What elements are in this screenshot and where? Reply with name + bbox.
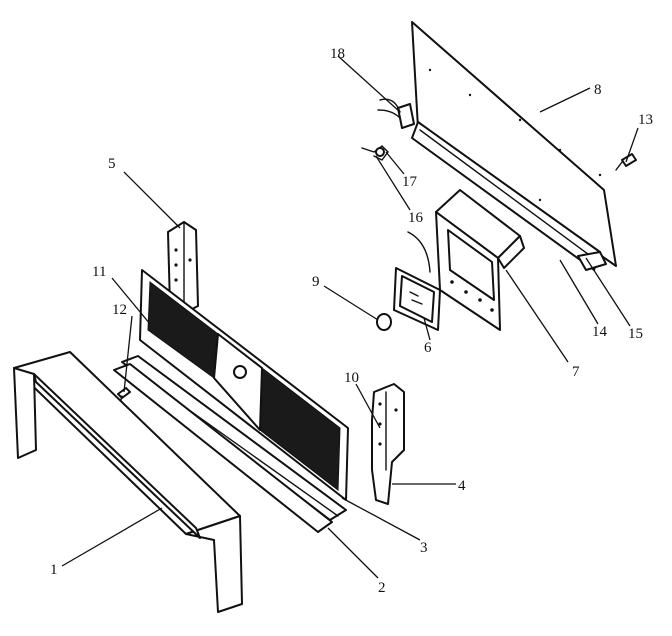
callout-4: 4: [458, 478, 466, 494]
callout-13: 13: [638, 112, 653, 128]
callout-17: 17: [402, 174, 418, 190]
part-6-module: [393, 267, 441, 331]
callout-7: 7: [572, 364, 580, 380]
callout-3: 3: [420, 540, 428, 556]
callout-16: 16: [408, 210, 424, 226]
callout-12: 12: [112, 302, 127, 318]
callout-14: 14: [592, 324, 608, 340]
part-5-side-bracket: [167, 221, 199, 315]
callout-6: 6: [424, 340, 432, 356]
callout-labels: 1 2 3 4 5 6 7 8 9 10 11 12 13 14 15 16 1…: [50, 46, 653, 596]
part-9-knob: [376, 313, 392, 331]
callout-8: 8: [594, 82, 602, 98]
part-1-frame: [13, 351, 243, 613]
part-16-wire: [407, 231, 431, 273]
callout-1: 1: [50, 562, 58, 578]
leader-lines: [61, 55, 639, 579]
part-7-bracket: [435, 189, 525, 331]
callout-15: 15: [628, 326, 643, 342]
callout-5: 5: [108, 156, 116, 172]
part-18-clip: [377, 98, 415, 129]
callout-10: 10: [344, 370, 359, 386]
part-8-back-panel: [411, 21, 617, 267]
part-4-end-bracket: [371, 383, 405, 505]
callout-2: 2: [378, 580, 386, 596]
part-17-bolt: [361, 145, 389, 161]
callout-9: 9: [312, 274, 320, 290]
callout-18: 18: [330, 46, 345, 62]
part-2-lower-trim: [113, 363, 333, 533]
callout-11: 11: [92, 264, 106, 280]
